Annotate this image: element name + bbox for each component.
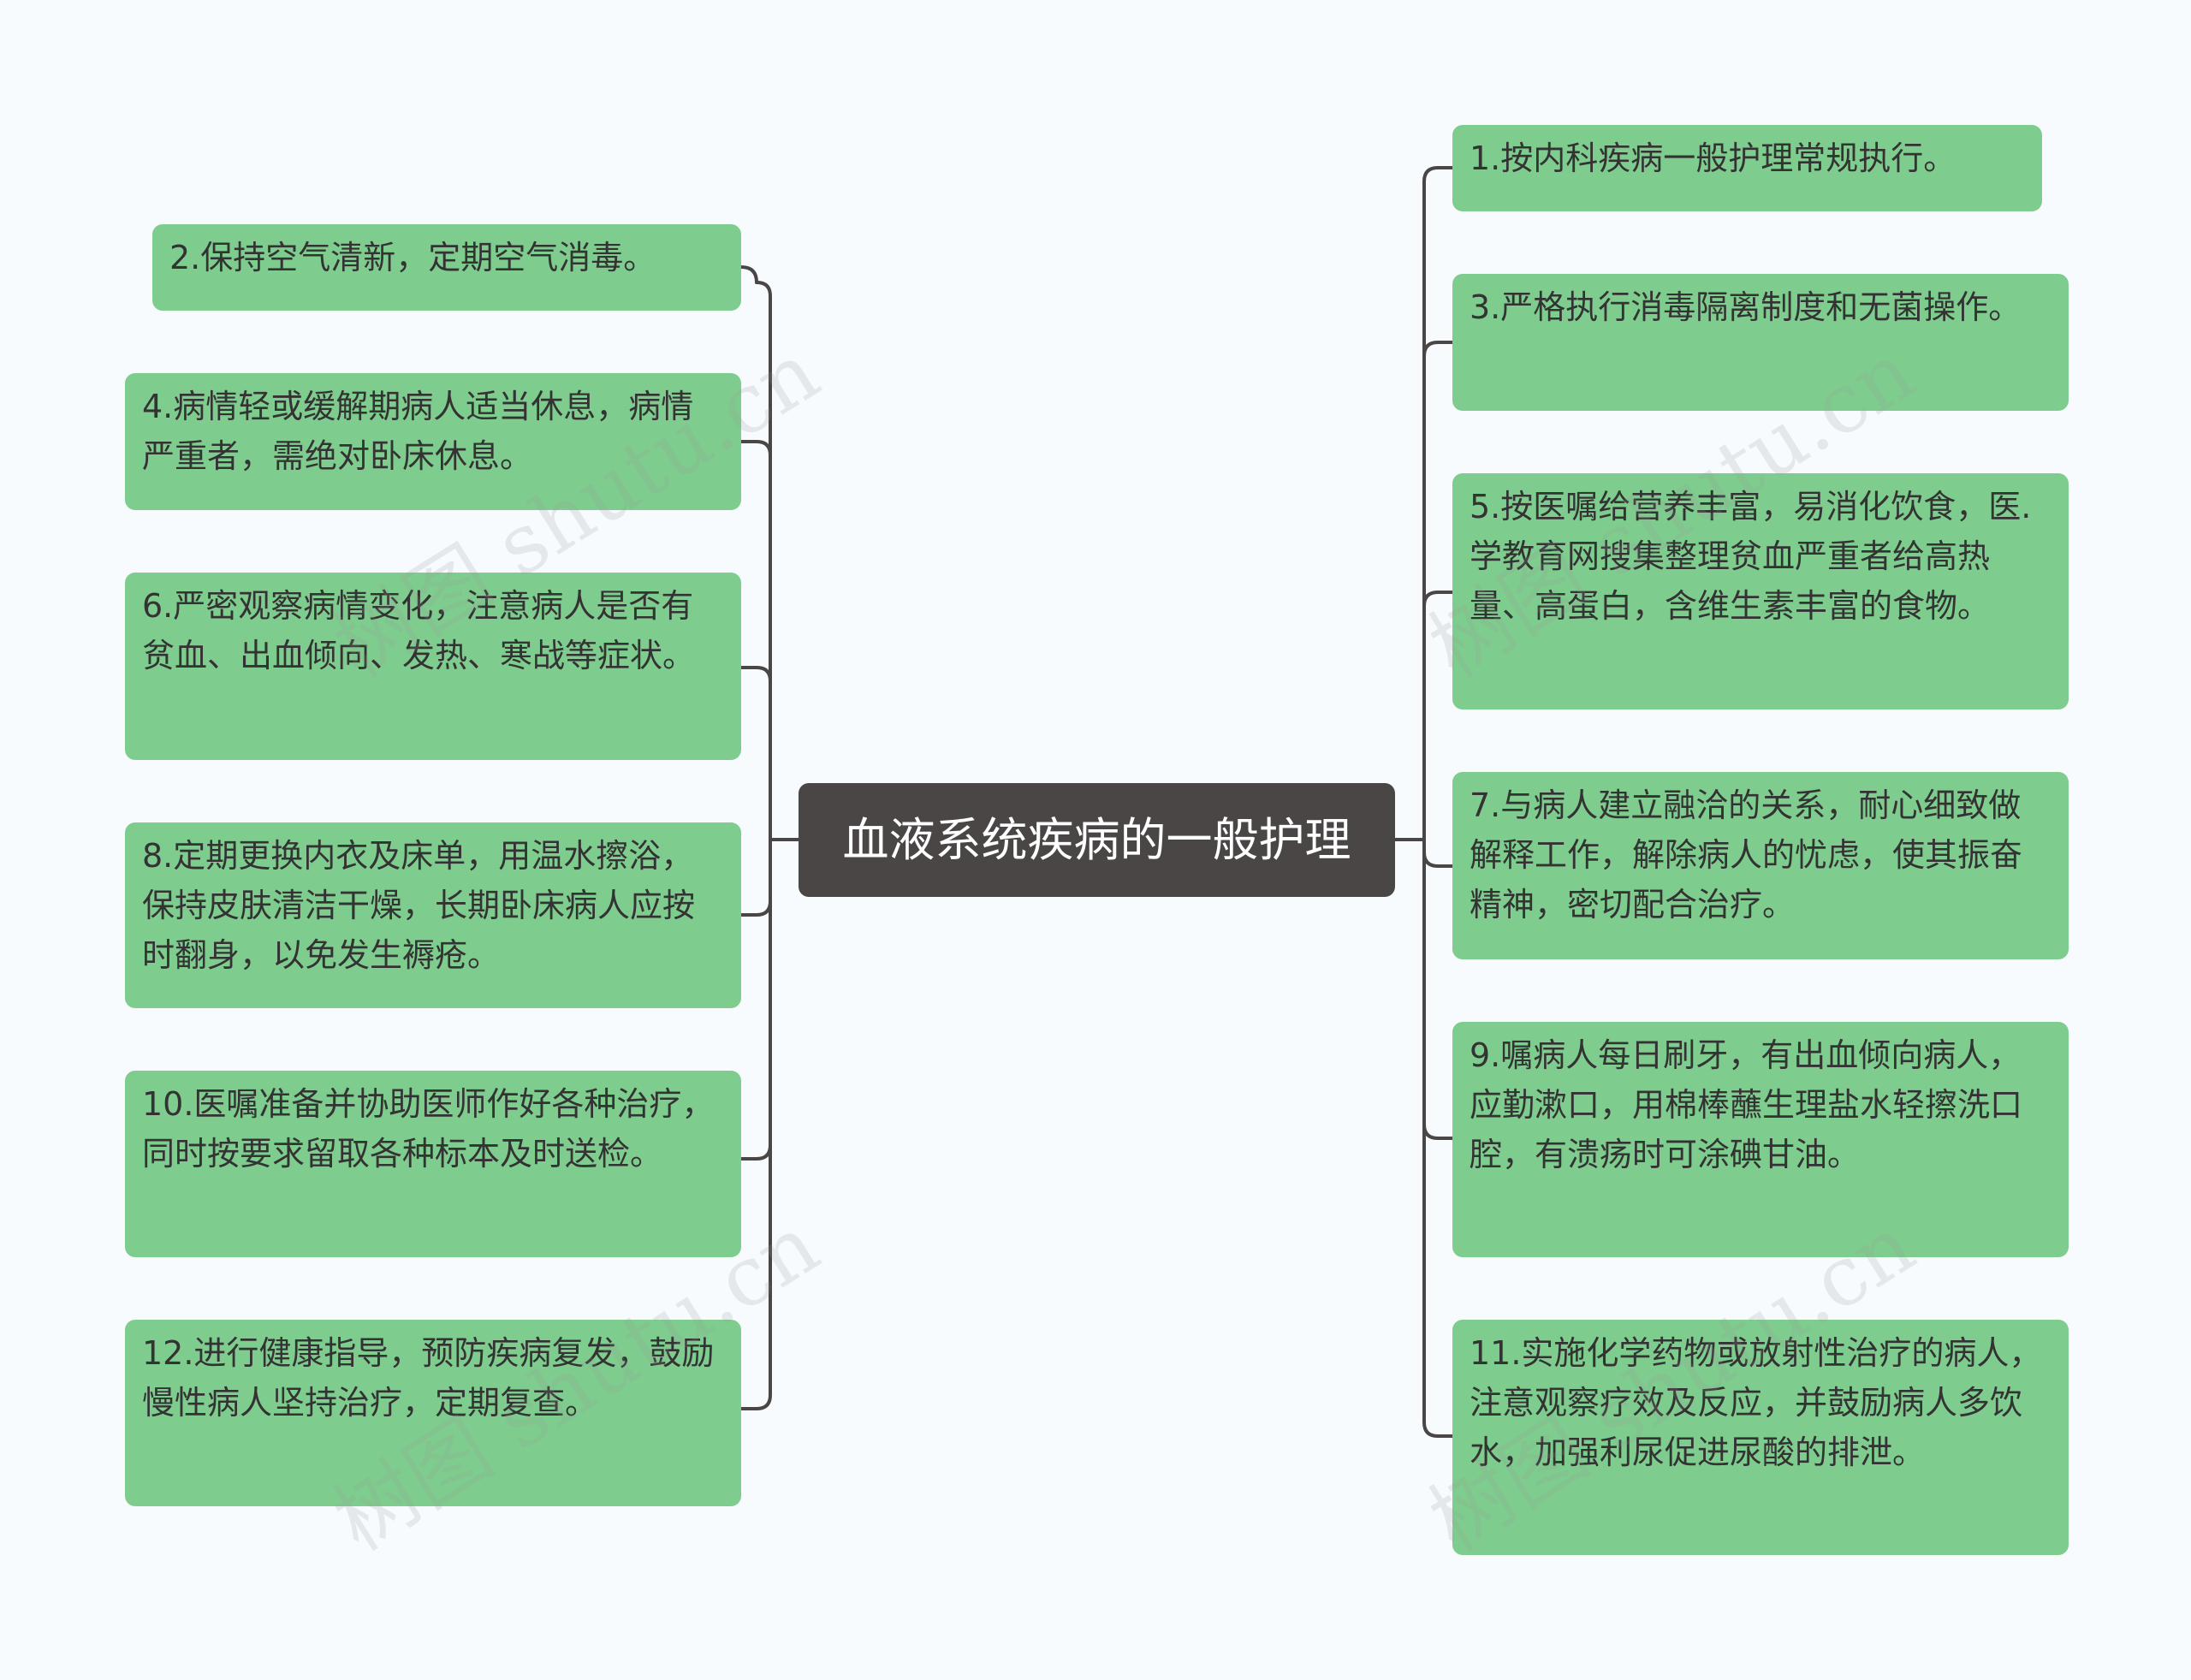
connector-left-2: [739, 265, 758, 284]
topic-node-5[interactable]: 5.按医嘱给营养丰富，易消化饮食，医.学教育网搜集整理贫血严重者给高热量、高蛋白…: [1452, 473, 2069, 709]
topic-label: 7.与病人建立融洽的关系，耐心细致做解释工作，解除病人的忧虑，使其振奋精神，密切…: [1470, 787, 2023, 923]
connector-right-5: [1422, 591, 1454, 608]
topic-node-11[interactable]: 11.实施化学药物或放射性治疗的病人，注意观察疗效及反应，并鼓励病人多饮水，加强…: [1452, 1320, 2069, 1555]
topic-label: 1.按内科疾病一般护理常规执行。: [1470, 140, 1956, 177]
topic-node-3[interactable]: 3.严格执行消毒隔离制度和无菌操作。: [1452, 274, 2069, 411]
topic-node-7[interactable]: 7.与病人建立融洽的关系，耐心细致做解释工作，解除病人的忧虑，使其振奋精神，密切…: [1452, 772, 2069, 959]
topic-label: 5.按医嘱给营养丰富，易消化饮食，医.学教育网搜集整理贫血严重者给高热量、高蛋白…: [1470, 488, 2032, 625]
topic-label: 11.实施化学药物或放射性治疗的病人，注意观察疗效及反应，并鼓励病人多饮水，加强…: [1470, 1334, 2042, 1471]
root-topic-label: 血液系统疾病的一般护理: [842, 813, 1351, 867]
topic-node-12[interactable]: 12.进行健康指导，预防疾病复发，鼓励慢性病人坚持治疗，定期复查。: [125, 1320, 741, 1506]
connector-left-10: [739, 1143, 772, 1161]
connector-right-3: [1422, 341, 1454, 358]
connector-left-spine: [755, 281, 772, 1410]
topic-label: 9.嘱病人每日刷牙，有出血倾向病人，应勤漱口，用棉棒蘸生理盐水轻擦洗口腔，有溃疡…: [1470, 1036, 2023, 1173]
connector-right-7: [1422, 851, 1454, 868]
topic-label: 4.病情轻或缓解期病人适当休息，病情严重者，需绝对卧床休息。: [142, 388, 694, 475]
topic-label: 12.进行健康指导，预防疾病复发，鼓励慢性病人坚持治疗，定期复查。: [142, 1334, 715, 1422]
connector-left-4: [739, 440, 772, 457]
connector-right-9: [1422, 1123, 1454, 1140]
topic-node-6[interactable]: 6.严密观察病情变化，注意病人是否有贫血、出血倾向、发热、寒战等症状。: [125, 573, 741, 760]
connector-left-6: [739, 666, 772, 683]
root-topic[interactable]: 血液系统疾病的一般护理: [799, 783, 1395, 897]
topic-node-2[interactable]: 2.保持空气清新，定期空气消毒。: [152, 224, 741, 311]
connector-left-8: [739, 899, 772, 917]
topic-node-1[interactable]: 1.按内科疾病一般护理常规执行。: [1452, 125, 2042, 211]
topic-label: 2.保持空气清新，定期空气消毒。: [169, 239, 656, 276]
topic-label: 6.严密观察病情变化，注意病人是否有贫血、出血倾向、发热、寒战等症状。: [142, 587, 696, 674]
topic-label: 10.医嘱准备并协助医师作好各种治疗，同时按要求留取各种标本及时送检。: [142, 1085, 715, 1172]
topic-label: 8.定期更换内衣及床单，用温水擦浴，保持皮肤清洁干燥，长期卧床病人应按时翻身，以…: [142, 837, 696, 974]
topic-node-10[interactable]: 10.医嘱准备并协助医师作好各种治疗，同时按要求留取各种标本及时送检。: [125, 1071, 741, 1257]
connector-right-spine: [1422, 166, 1440, 1438]
topic-node-8[interactable]: 8.定期更换内衣及床单，用温水擦浴，保持皮肤清洁干燥，长期卧床病人应按时翻身，以…: [125, 822, 741, 1008]
topic-node-4[interactable]: 4.病情轻或缓解期病人适当休息，病情严重者，需绝对卧床休息。: [125, 373, 741, 510]
topic-node-9[interactable]: 9.嘱病人每日刷牙，有出血倾向病人，应勤漱口，用棉棒蘸生理盐水轻擦洗口腔，有溃疡…: [1452, 1022, 2069, 1257]
topic-label: 3.严格执行消毒隔离制度和无菌操作。: [1470, 288, 2022, 326]
